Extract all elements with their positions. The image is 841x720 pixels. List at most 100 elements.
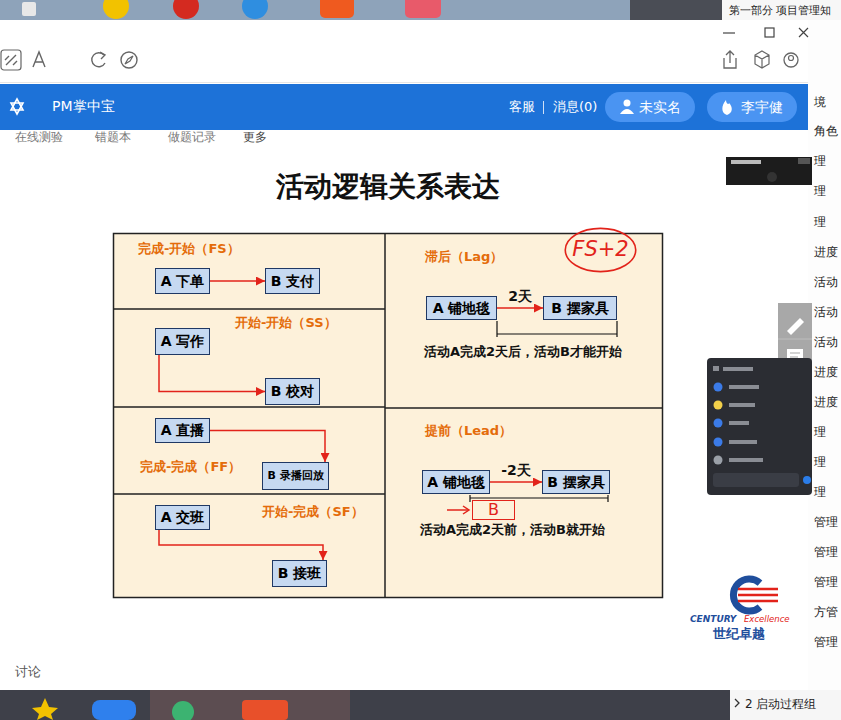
text-label: CENTURY: [690, 614, 736, 625]
handwritten-arrow: [447, 509, 468, 511]
taskbar: [0, 690, 730, 720]
company-logo: [738, 589, 778, 601]
video-inset: [726, 157, 812, 185]
browser-window: [724, 51, 736, 68]
chat-panel: [714, 383, 723, 392]
chat-panel: [707, 358, 812, 495]
desktop-strip: [320, 0, 354, 18]
activity-label: B 接班: [278, 565, 322, 582]
desktop-strip: [0, 0, 630, 20]
chat-panel: [729, 458, 763, 462]
activity-label: A 铺地毯: [427, 474, 485, 491]
slide-title: 活动逻辑关系表达: [276, 170, 500, 204]
browser-window: [121, 52, 137, 68]
text-label: 理: [814, 215, 826, 229]
chat-panel: [729, 421, 749, 425]
browser-window: [765, 28, 774, 37]
text-label: 管理: [814, 545, 838, 559]
text-label: 管理: [814, 515, 838, 529]
handwritten-note: FS+2: [572, 237, 628, 262]
text-label: 世纪卓越: [713, 626, 765, 642]
app-icon: [11, 103, 23, 114]
activity-box: B 支付: [265, 268, 320, 294]
relation-cell: 提前（Lead）活动A完成2天前，活动B就开始A 铺地毯B 摆家具B: [385, 408, 663, 598]
browser-window: [92, 53, 105, 67]
desktop-strip: [173, 0, 199, 19]
text-label: 管理: [814, 575, 838, 589]
activity-box: B 录播回放: [262, 462, 329, 490]
header-text: PM掌中宝: [52, 98, 115, 115]
text-label: 在线测验: [15, 130, 63, 144]
text-label: 管理: [814, 635, 838, 649]
activity-label: B 摆家具: [547, 474, 605, 491]
browser-window: [33, 52, 45, 67]
cell-heading: 完成-开始（FS）: [138, 241, 240, 257]
text-label: 进度: [814, 365, 838, 379]
cell-caption: 活动A完成2天后，活动B才能开始: [424, 344, 622, 360]
text-label: 进度: [814, 395, 838, 409]
activity-box: A 下单: [155, 268, 210, 294]
video-inset: [731, 160, 761, 164]
handwritten-box: B: [472, 500, 515, 520]
cell-heading: 提前（Lead）: [425, 423, 512, 439]
text-label: 错题本: [95, 130, 131, 144]
desktop-strip: [0, 0, 841, 20]
nav-pill: 李宇健: [707, 92, 797, 122]
video-inset: [767, 172, 777, 182]
browser-window: [789, 56, 794, 61]
relation-table: [113, 233, 663, 598]
activity-label: A 下单: [161, 273, 205, 290]
pill-label: 未实名: [639, 99, 681, 116]
text-label: 活动: [814, 335, 838, 349]
relation-cell: 完成-完成（FF）A 直播B 录播回放: [113, 407, 385, 494]
person-icon: [624, 100, 631, 107]
header-text: 消息(0): [553, 99, 597, 115]
pill-label: 李宇健: [741, 99, 783, 116]
separator: [543, 101, 544, 114]
desktop-strip: [103, 0, 129, 19]
chat-panel: [713, 366, 719, 371]
text-label: 第一部分 项目管理知: [729, 4, 831, 17]
text-label: 理: [814, 154, 826, 168]
activity-label: B 支付: [271, 273, 315, 290]
activity-label: A 写作: [161, 333, 205, 350]
cell-heading: 完成-完成（FF）: [140, 459, 241, 475]
text-label: Excellence: [744, 614, 790, 624]
taskbar: [172, 701, 194, 720]
taskbar: [242, 700, 288, 720]
header-bar: PM掌中宝客服消息(0)未实名李宇健: [0, 84, 808, 130]
dependency-arrow: [497, 307, 543, 309]
activity-box: A 铺地毯: [426, 296, 497, 320]
chat-panel: [707, 358, 812, 495]
browser-window: [100, 52, 105, 59]
text-label: 更多: [243, 130, 267, 144]
activity-box: B 接班: [272, 560, 327, 587]
activity-label: B 摆家具: [551, 300, 609, 317]
desktop-strip: [242, 0, 268, 19]
app-icon: [11, 99, 23, 110]
text-label: 理: [814, 184, 826, 198]
desktop-strip: [405, 0, 441, 18]
side-toolbar: [787, 318, 804, 335]
browser-window: [0, 20, 808, 690]
chat-panel: [723, 367, 753, 371]
relation-table: [113, 233, 663, 598]
activity-label: B 录播回放: [267, 469, 323, 482]
circle-outline: [565, 228, 636, 271]
chat-panel: [714, 419, 723, 428]
side-toolbar: [790, 353, 800, 357]
text-label: 做题记录: [168, 130, 216, 144]
text-label: 讨论: [15, 664, 41, 680]
relation-cell: 开始-开始（SS）A 写作B 校对: [113, 309, 385, 407]
chat-panel: [803, 476, 811, 484]
text-label: 活动: [814, 305, 838, 319]
text-label: 角色: [814, 124, 838, 138]
taskbar: [0, 690, 841, 720]
flame-icon: [722, 100, 731, 115]
browser-window: [723, 32, 735, 33]
activity-box: A 写作: [155, 328, 210, 355]
text-label: 方管: [814, 605, 838, 619]
activity-box: B 摆家具: [543, 296, 617, 320]
cell-heading: 开始-开始（SS）: [235, 315, 337, 331]
